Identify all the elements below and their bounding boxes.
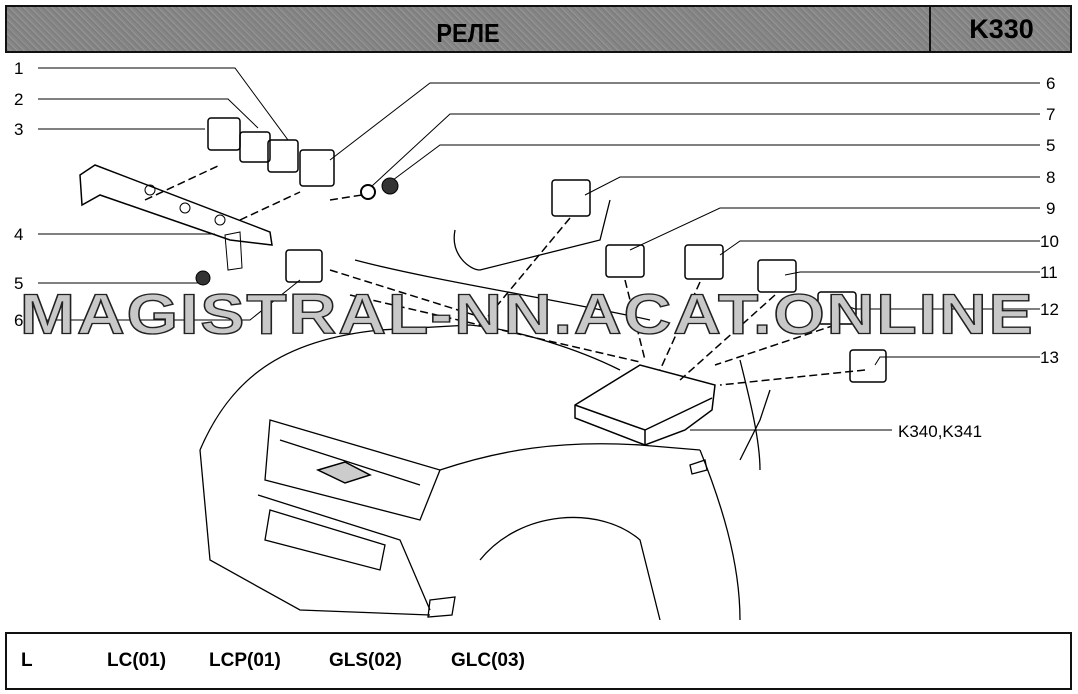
callout-7: 7 — [1046, 105, 1055, 124]
callout-5: 5 — [14, 274, 23, 293]
callout-8: 8 — [1046, 168, 1055, 187]
callout-12: 12 — [1040, 300, 1059, 319]
callout-2: 2 — [14, 90, 23, 109]
model-code: GLC(03) — [451, 650, 525, 671]
callout-1: 1 — [14, 59, 23, 78]
car-body — [199, 199, 771, 621]
model-code: LC(01) — [107, 650, 167, 671]
page-title: РЕЛЕ — [436, 18, 500, 48]
model-code: L — [21, 650, 33, 671]
dashed-arrows — [144, 164, 866, 386]
callout-13: 13 — [1040, 348, 1059, 367]
leader-lines-right — [329, 82, 1040, 431]
callout-4: 4 — [14, 225, 23, 244]
callout-9: 9 — [1046, 199, 1055, 218]
callout-11: 11 — [1040, 263, 1058, 282]
callout-5-right: 5 — [1046, 136, 1055, 155]
section-code: K330 — [929, 7, 1072, 51]
header-bar: РЕЛЕ K330 — [5, 5, 1072, 53]
brand-emblem-icon — [315, 461, 372, 484]
leader-lines-left — [38, 67, 301, 321]
callout-3: 3 — [14, 120, 23, 139]
callout-numbers-right: 6 7 5 8 9 10 11 12 13 K340,K341 — [898, 74, 1059, 441]
watermark: MAGISTRAL-NN.ACAT.ONLINE — [19, 282, 1035, 346]
fuse-box — [574, 364, 716, 446]
relay-bracket — [79, 164, 273, 246]
callout-6: 6 — [14, 311, 23, 330]
model-applicability-bar: L LC(01) LCP(01) GLS(02) GLC(03) — [5, 632, 1072, 690]
fusebox-label: K340,K341 — [898, 422, 982, 441]
model-code: GLS(02) — [329, 650, 402, 671]
model-code: LCP(01) — [209, 650, 281, 671]
callout-numbers-left: 1 2 3 4 5 6 — [14, 59, 23, 330]
relay-group — [207, 117, 887, 383]
callout-6-right: 6 — [1046, 74, 1055, 93]
callout-10: 10 — [1040, 232, 1059, 251]
